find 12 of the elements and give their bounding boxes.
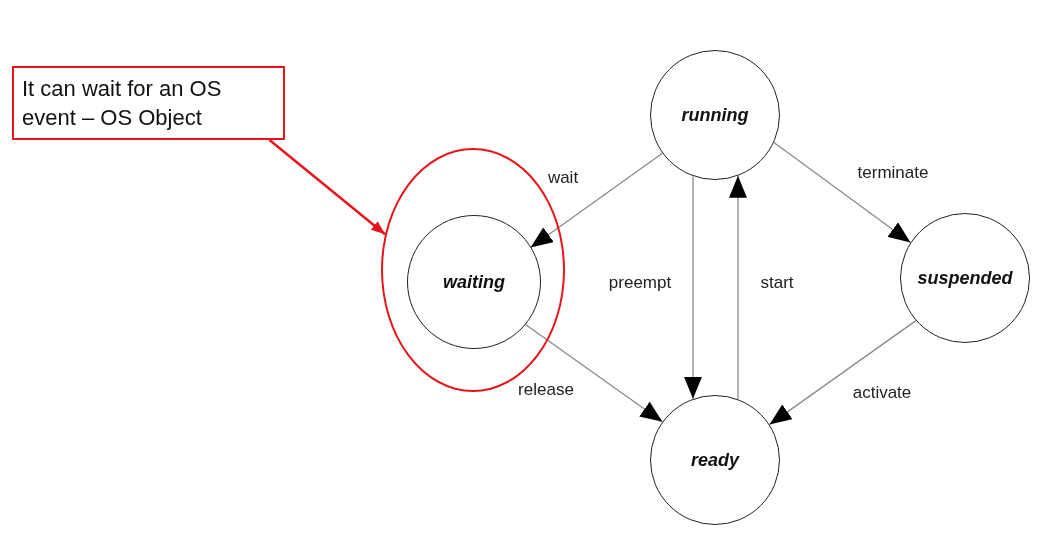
state-label: suspended [917,267,1013,289]
state-label: waiting [443,271,505,293]
transition-arrow [768,320,917,426]
transition-arrow [684,175,702,400]
transition-arrow [729,175,747,400]
state-label: ready [690,449,739,471]
state-label: running [681,104,749,126]
callout-text: It can wait for an OS event – OS Object [22,75,223,132]
transition-arrow [773,141,912,244]
leader-arrow [268,139,386,236]
transition-arrow [529,152,664,249]
callout-box [12,66,285,140]
